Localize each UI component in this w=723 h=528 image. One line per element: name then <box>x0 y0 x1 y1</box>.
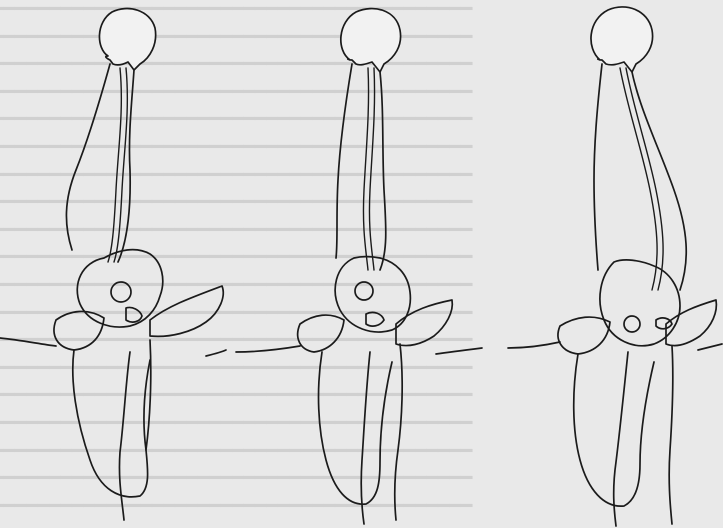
back-contour-2 <box>380 72 386 270</box>
legs-outline-2 <box>319 352 392 504</box>
leg-back-1 <box>146 340 151 450</box>
hip-socket-1 <box>111 282 131 302</box>
hip-socket-3 <box>624 316 640 332</box>
hip-socket-2 <box>355 282 373 300</box>
legs-outline-1 <box>73 350 150 497</box>
pelvis-outline-3 <box>600 260 680 346</box>
seat-line-right-3 <box>698 344 722 350</box>
leg-back-3 <box>669 346 673 524</box>
spine-line-2b <box>369 68 374 270</box>
back-contour-1 <box>118 70 134 262</box>
pelvis-outline-1 <box>77 250 162 327</box>
front-contour-3 <box>594 64 602 270</box>
pelvic-wing-left-3 <box>558 317 610 354</box>
front-contour-1 <box>66 64 110 250</box>
pelvic-wing-right-2 <box>396 300 452 346</box>
pelvic-wing-left-2 <box>298 315 344 352</box>
head-outline-1 <box>99 9 155 70</box>
seat-line-left-3 <box>508 342 560 348</box>
sacrum-3 <box>656 318 672 329</box>
figure-posture-2 <box>236 9 482 524</box>
leg-inner-3 <box>614 352 628 526</box>
pelvic-wing-left-1 <box>54 311 104 350</box>
pelvic-wing-right-3 <box>666 300 716 346</box>
front-contour-2 <box>336 64 352 258</box>
sacrum-2 <box>366 312 384 326</box>
seat-line-right-2 <box>436 348 482 354</box>
spine-line-2a <box>363 68 368 270</box>
head-outline-3 <box>591 7 653 72</box>
seat-line-left-1 <box>0 338 56 346</box>
figure-posture-3 <box>508 7 722 526</box>
leg-back-2 <box>395 344 402 520</box>
back-contour-3 <box>632 72 686 290</box>
seat-line-left-2 <box>236 346 300 352</box>
figure-posture-1 <box>0 9 226 520</box>
leg-inner-2 <box>361 352 370 524</box>
seat-line-right-1 <box>206 350 226 356</box>
head-outline-2 <box>341 9 401 72</box>
sacrum-1 <box>126 307 142 322</box>
leg-inner-1 <box>119 352 130 520</box>
spine-line-3a <box>620 68 657 290</box>
